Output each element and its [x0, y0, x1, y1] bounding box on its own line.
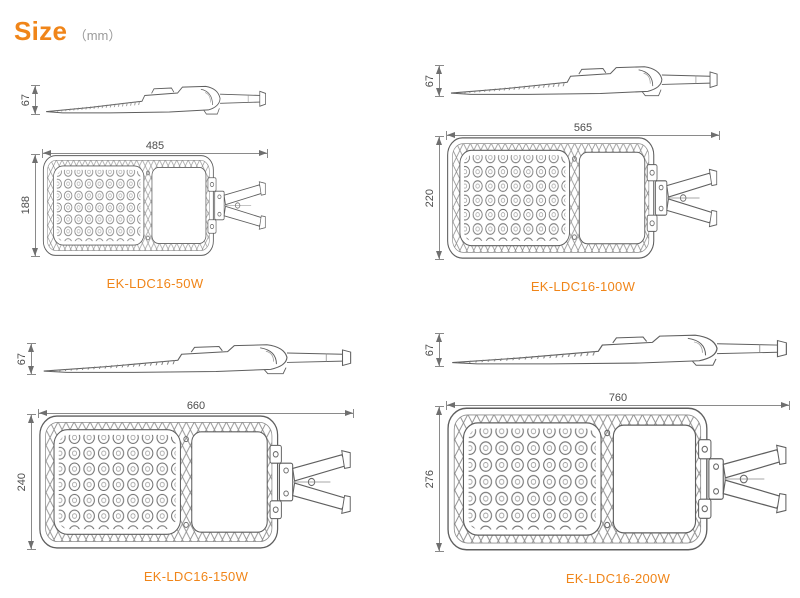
arrowhead-up-icon — [32, 155, 38, 163]
dimension-line — [435, 136, 444, 260]
model-label: EK-LDC16-150W — [143, 569, 249, 584]
dimension-line — [435, 333, 444, 367]
side-height-dimension: 67 — [420, 324, 444, 376]
page-title: Size — [14, 16, 68, 46]
length-value: 565 — [573, 122, 593, 134]
arrowhead-up-icon — [28, 415, 34, 423]
top-view-drawing — [39, 415, 351, 549]
arrowhead-right-icon — [711, 132, 719, 138]
arrowhead-right-icon — [781, 402, 789, 408]
side-height-dimension: 67 — [420, 56, 444, 106]
model-label: EK-LDC16-50W — [106, 276, 204, 291]
arrowhead-left-icon — [43, 150, 51, 156]
page-header: Size （mm） — [14, 16, 121, 47]
model-label: EK-LDC16-100W — [530, 279, 636, 294]
side-height-value: 67 — [424, 343, 436, 357]
arrowhead-down-icon — [436, 357, 442, 366]
dimension-line-vertical: 67 — [424, 333, 444, 367]
arrowhead-down-icon — [436, 88, 442, 96]
dimension-line — [446, 401, 790, 410]
width-value: 240 — [16, 472, 28, 492]
dimension-line — [31, 84, 40, 116]
dimension-line-vertical: 67 — [424, 65, 444, 97]
length-dimension: 660 — [38, 384, 354, 418]
dimension-line — [27, 414, 36, 550]
side-height-value: 67 — [424, 74, 436, 88]
length-dimension: 565 — [446, 106, 720, 140]
arrowhead-down-icon — [436, 543, 442, 551]
arrowhead-down-icon — [436, 251, 442, 259]
arrowhead-down-icon — [28, 366, 34, 374]
width-value: 276 — [424, 469, 436, 489]
dimension-line — [31, 154, 40, 257]
side-profile-drawing — [450, 66, 718, 97]
arrowhead-up-icon — [28, 344, 34, 352]
arrowhead-down-icon — [28, 541, 34, 549]
arrowhead-left-icon — [39, 410, 47, 416]
side-profile-drawing — [451, 334, 787, 366]
side-height-dimension: 67 — [16, 76, 40, 124]
dimension-line-vertical: 67 — [16, 343, 36, 375]
arrowhead-up-icon — [32, 85, 38, 94]
top-view-drawing — [447, 137, 718, 259]
width-dimension: 240 — [16, 414, 36, 550]
arrowhead-right-icon — [259, 150, 267, 156]
length-value: 760 — [608, 392, 628, 404]
width-value: 188 — [20, 196, 32, 215]
dimension-line-vertical: 67 — [20, 84, 40, 116]
unit-label: （mm） — [73, 28, 122, 43]
side-height-value: 67 — [16, 352, 28, 366]
product-panel-200w: 67 760 276 EK-LDC16-200W — [420, 324, 790, 588]
dimension-line — [42, 149, 268, 158]
arrowhead-right-icon — [345, 410, 353, 416]
width-value: 220 — [424, 188, 436, 208]
dimension-line — [435, 406, 444, 552]
arrowhead-down-icon — [32, 106, 38, 115]
arrowhead-up-icon — [436, 407, 442, 415]
arrowhead-up-icon — [436, 334, 442, 343]
side-height-dimension: 67 — [12, 334, 36, 384]
length-value: 485 — [145, 140, 165, 152]
product-panel-50w: 67 485 188 EK-LDC16-50W — [16, 76, 268, 293]
side-height-value: 67 — [20, 93, 32, 107]
dimension-line — [27, 343, 36, 375]
top-view-drawing — [42, 155, 266, 256]
product-panel-100w: 67 565 220 EK-LDC16-100W — [420, 56, 720, 296]
model-label: EK-LDC16-200W — [565, 571, 671, 586]
length-value: 660 — [186, 400, 206, 412]
dimension-line — [38, 409, 354, 418]
side-profile-drawing — [43, 344, 352, 375]
arrowhead-up-icon — [436, 66, 442, 74]
width-dimension: 188 — [20, 154, 40, 257]
arrowhead-up-icon — [436, 137, 442, 145]
arrowhead-left-icon — [447, 132, 455, 138]
width-dimension: 276 — [424, 406, 444, 552]
dimension-line — [446, 131, 720, 140]
product-panel-150w: 67 660 240 EK-LDC16-150W — [12, 334, 354, 586]
width-dimension: 220 — [424, 136, 444, 260]
arrowhead-down-icon — [32, 248, 38, 256]
top-view-drawing — [447, 407, 787, 551]
length-dimension: 760 — [446, 376, 790, 410]
arrowhead-left-icon — [447, 402, 455, 408]
side-profile-drawing — [45, 85, 267, 115]
dimension-line — [435, 65, 444, 97]
length-dimension: 485 — [42, 124, 268, 158]
